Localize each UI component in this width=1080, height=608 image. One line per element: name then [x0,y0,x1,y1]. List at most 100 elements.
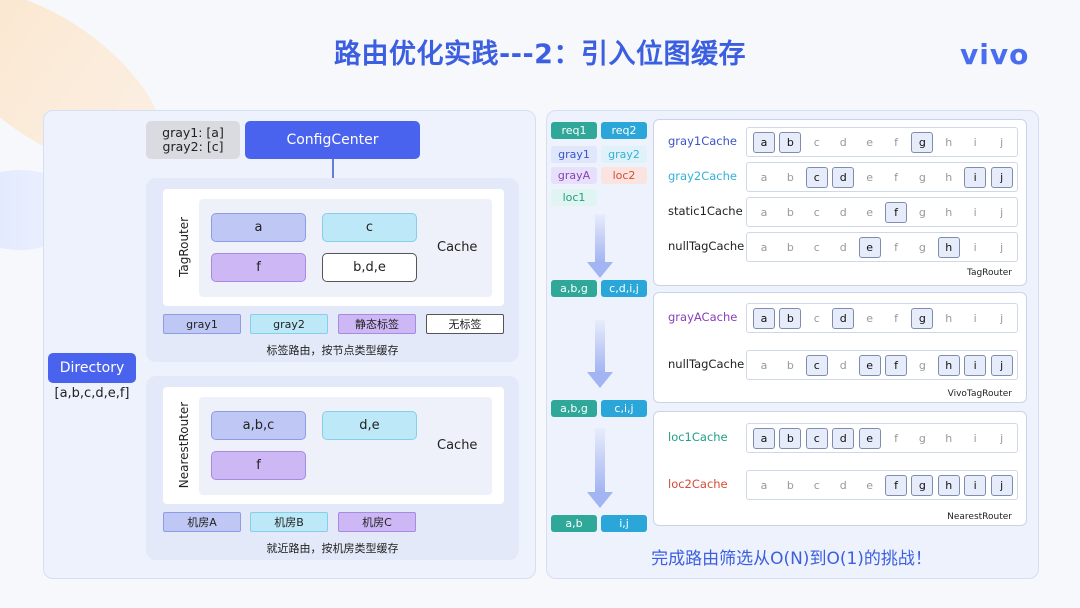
bitmap-cell: b [786,359,794,372]
cache-name: grayACache [668,310,738,324]
tag-gray1: gray1 [163,314,241,334]
result-tag: a,b,g [551,280,597,297]
bitmap-cell: a [753,132,775,153]
bitmap-cell: b [786,171,794,184]
flow-arrow-head [587,492,613,508]
result-tag: i,j [601,515,647,532]
bitmap-cell: h [945,206,953,219]
nearest-router-label: NearestRouter [177,401,191,489]
cache-name: nullTagCache [668,357,745,371]
result-tag: c,i,j [601,400,647,417]
flow-arrow-head [587,372,613,388]
bitmap-cell: g [911,308,934,329]
bitmap-cell: g [918,206,926,219]
bitmap-cell: h [937,237,960,258]
result-tag: c,d,i,j [601,280,647,297]
vivo-logo: vivo [960,38,1030,71]
footer-caption: 完成路由筛选从O(N)到O(1)的挑战！ [651,549,932,569]
tag-none: 无标签 [426,314,504,334]
tag-static: 静态标签 [338,314,416,334]
flow-arrow-head [587,262,613,278]
cache-cell-a: a [211,213,306,242]
cache-cell-abc: a,b,c [211,411,306,440]
bitmap-cell: a [760,171,768,184]
request-tag: loc2 [601,167,647,184]
directory-list: [a,b,c,d,e,f] [54,386,130,401]
page-title: 路由优化实践---2：引入位图缓存 [334,39,746,70]
config-center-box: ConfigCenter [245,121,420,159]
bitmap-cell: e [858,355,881,376]
group-name: NearestRouter [947,512,1012,522]
bitmap-cell: g [918,359,926,372]
bitmap-cell: e [866,136,873,149]
tag-router-caption: 标签路由，按节点类型缓存 [266,344,399,357]
request-tag: gray2 [601,146,647,163]
bitmap-cell: j [1000,312,1004,325]
bitmap-cell: b [779,132,802,153]
result-tag: a,b,g [551,400,597,417]
cache-cell-f: f [211,253,306,282]
bitmap-cell: i [973,312,977,325]
bitmap-cell: c [813,136,820,149]
bitmap-cell: a [760,359,768,372]
bitmap-cell: d [832,428,855,449]
result-tag: a,b [551,515,597,532]
bitmap-cell: j [1000,241,1004,254]
bitmap-cell: c [813,479,820,492]
bitmap-cell: a [753,308,775,329]
bitmap-cell: i [973,241,977,254]
bitmap-cell: a [753,428,775,449]
bitmap-cell: f [894,312,898,325]
bitmap-cell: i [964,167,987,188]
bitmap-cell: h [945,136,953,149]
bitmap-cell: a [760,479,768,492]
bitmap-cell: a [760,206,768,219]
bitmap-cell: j [990,475,1013,496]
group-name: VivoTagRouter [947,389,1012,399]
bitmap-cell: d [839,241,847,254]
bitmap-cell: f [885,202,907,223]
cache-cell-de: d,e [322,411,417,440]
cache-name: nullTagCache [668,239,745,253]
bitmap-cell: d [839,479,847,492]
bitmap-cell: e [858,237,881,258]
bitmap-cell: h [937,475,960,496]
bitmap-cell: b [786,241,794,254]
bitmap-cell: j [990,355,1013,376]
bitmap-cell: f [894,432,898,445]
cache-cell-bde: b,d,e [322,253,417,282]
bitmap-cell: d [839,206,847,219]
cache-name: gray1Cache [668,134,737,148]
bitmap-cell: h [937,355,960,376]
bitmap-cell: e [866,171,873,184]
bitmap-cell: h [945,171,953,184]
bitmap-cell: i [973,206,977,219]
request-tag: req1 [551,122,597,139]
bitmap-cell: f [894,171,898,184]
bitmap-cell: e [866,479,873,492]
bitmap-cell: j [990,167,1013,188]
bitmap-cell: f [894,136,898,149]
flow-arrow [595,214,605,262]
bitmap-cell: g [911,132,934,153]
flow-arrow [595,428,605,492]
bitmap-cell: f [885,355,907,376]
bitmap-cell: i [964,475,987,496]
request-tag: req2 [601,122,647,139]
cache-name: static1Cache [668,204,743,218]
bitmap-cell: i [973,432,977,445]
request-tag: gray1 [551,146,597,163]
bitmap-cell: b [779,428,802,449]
